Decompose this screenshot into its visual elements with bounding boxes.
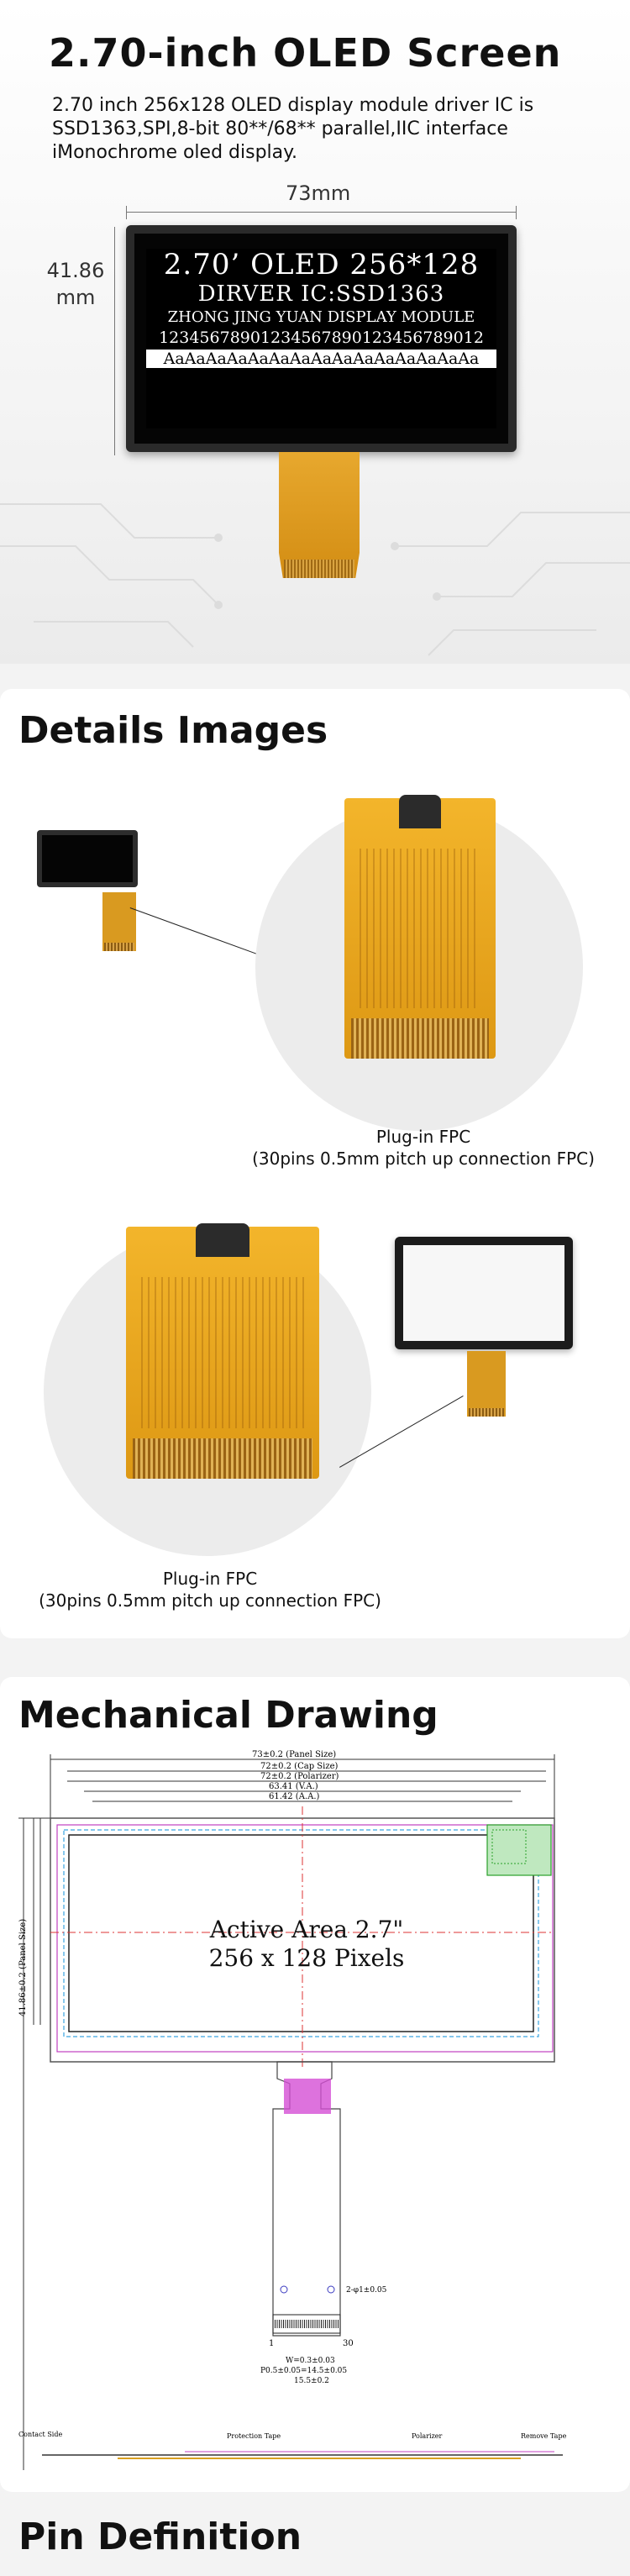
fpc-hole-right (327, 2285, 335, 2294)
contact-side-label: Contact Side (18, 2431, 62, 2438)
height-dimension-line (114, 227, 115, 455)
remove-tape-label: Remove Tape (521, 2432, 567, 2440)
mechanical-drawing: 73±0.2 (Panel Size) 72±0.2 (Cap Size) 72… (17, 1748, 596, 2487)
active-area-pixels: 256 x 128 Pixels (208, 1944, 405, 1972)
fpc-caption: Plug-in FPC (30pins 0.5mm pitch up conne… (247, 1126, 600, 1170)
mechanical-section: Mechanical Drawing 73±0.2 (Pane (0, 1677, 630, 2492)
dim-panel: 73±0.2 (Panel Size) (252, 1750, 336, 1759)
corner-detail (486, 1824, 552, 1876)
details-section: Details Images Plug-in FPC (30pins 0.5mm… (0, 689, 630, 1638)
page-title: 2.70-inch OLED Screen (49, 30, 562, 76)
product-description: 2.70 inch 256x128 OLED display module dr… (52, 95, 534, 163)
dim-polarizer: 72±0.2 (Polarizer) (260, 1772, 339, 1781)
fpc-caption: Plug-in FPC (30pins 0.5mm pitch up conne… (34, 1568, 386, 1611)
hole-label: 2-φ1±0.05 (346, 2286, 387, 2295)
fpc-traces (360, 849, 480, 1008)
module-thumbnail-fpc (102, 892, 136, 951)
dim-w: W=0.3±0.03 (286, 2357, 335, 2365)
fpc-stiffener (195, 1223, 250, 1257)
corner-detail-hatch (491, 1829, 527, 1864)
drawing-svg: 73±0.2 (Panel Size) 72±0.2 (Cap Size) 72… (18, 1750, 567, 2470)
oled-screen: 2.70’ OLED 256*128 DIRVER IC:SSD1363 ZHO… (146, 249, 496, 428)
aa-outline (68, 1834, 534, 2032)
module-thumbnail-lit (395, 1237, 573, 1349)
fpc-pin-area (272, 2314, 341, 2334)
module-thumbnail-fpc (467, 1351, 506, 1417)
fpc-stiffener (398, 795, 442, 828)
circuit-decoration (0, 503, 630, 656)
oled-display-image: 2.70’ OLED 256*128 DIRVER IC:SSD1363 ZHO… (126, 225, 517, 452)
details-title: Details Images (18, 709, 328, 752)
hero-section: 2.70-inch OLED Screen 2.70 inch 256x128 … (0, 0, 630, 664)
height-dimension-label: 41.86 mm (46, 259, 105, 309)
active-area-size: Active Area 2.7" (209, 1916, 404, 1943)
caption-title: Plug-in FPC (162, 1569, 258, 1589)
fpc-pins (284, 560, 354, 578)
polarizer-label: Polarizer (412, 2432, 443, 2440)
screen-line-4: 12345678901234567890123456789012 (159, 329, 484, 347)
fpc-hole-left (280, 2285, 288, 2294)
dim-cap: 72±0.2 (Cap Size) (260, 1762, 339, 1771)
screen-line-1: 2.70’ OLED 256*128 (163, 248, 480, 281)
protection-tape-label: Protection Tape (227, 2432, 281, 2440)
width-dimension-label: 73mm (286, 181, 351, 205)
fpc-closeup-image (344, 795, 496, 1059)
fpc-stiffener-area (284, 2079, 331, 2114)
screen-line-3: ZHONG JING YUAN DISPLAY MODULE (167, 308, 475, 326)
caption-title: Plug-in FPC (375, 1127, 471, 1147)
cap-outline (56, 1824, 554, 2053)
fpc-pins (351, 1018, 489, 1059)
active-area-label: Active Area 2.7" 256 x 128 Pixels (17, 1916, 596, 1973)
fpc-closeup-image (126, 1223, 319, 1479)
fpc-pins (133, 1438, 312, 1479)
screen-line-2: DIRVER IC:SSD1363 (197, 281, 445, 307)
va-outline (63, 1829, 539, 2037)
callout-line (129, 907, 257, 954)
pin-30-label: 30 (343, 2339, 354, 2348)
screen-line-5: AaAaAaAaAaAaAaAaAaAaAaAaAaAaAa (146, 350, 496, 368)
dim-fpc: 15.5±0.2 (294, 2377, 329, 2385)
pin-1-label: 1 (269, 2339, 274, 2348)
pin-definition-title: Pin Definition (18, 2516, 302, 2558)
width-dimension-line (126, 206, 517, 219)
fpc-cable-image (279, 452, 360, 578)
dim-aa: 61.42 (A.A.) (269, 1792, 320, 1801)
dim-height: 41.86±0.2 (Panel Size) (18, 1919, 28, 2016)
dim-p: P0.5±0.05=14.5±0.05 (260, 2367, 347, 2375)
caption-detail: (30pins 0.5mm pitch up connection FPC) (39, 1590, 381, 1611)
fpc-traces (141, 1277, 304, 1428)
caption-detail: (30pins 0.5mm pitch up connection FPC) (252, 1149, 595, 1169)
mechanical-title: Mechanical Drawing (18, 1694, 438, 1737)
module-thumbnail-dark (37, 830, 138, 887)
dim-va: 63.41 (V.A.) (269, 1782, 318, 1791)
